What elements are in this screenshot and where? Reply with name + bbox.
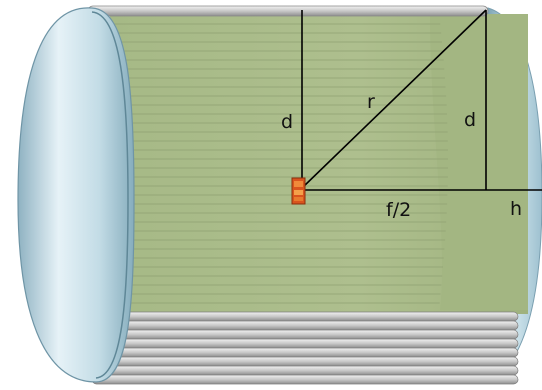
top-rod (87, 5, 489, 17)
bottom-rod (91, 365, 519, 376)
bottom-rod (91, 311, 519, 322)
label-d-left: d (281, 111, 293, 133)
radius-line (301, 9, 487, 189)
label-d-right: d (464, 109, 476, 131)
label-f-half: f/2 (386, 199, 411, 221)
bottom-rod (91, 338, 519, 349)
label-r: r (367, 91, 375, 113)
left-end-cap (17, 7, 135, 383)
construction-lines (301, 9, 542, 191)
bottom-rod (91, 374, 519, 385)
mesh-rib-lines (112, 23, 448, 304)
bottom-rod (91, 347, 519, 358)
detector-chip (291, 177, 306, 205)
bottom-rod (91, 356, 519, 367)
left-end-cap-rim (91, 11, 129, 379)
mesh-right-region (430, 14, 528, 310)
bottom-rod (91, 320, 519, 331)
bottom-rods (91, 311, 519, 385)
label-h: h (510, 198, 522, 220)
bottom-rod (91, 329, 519, 340)
